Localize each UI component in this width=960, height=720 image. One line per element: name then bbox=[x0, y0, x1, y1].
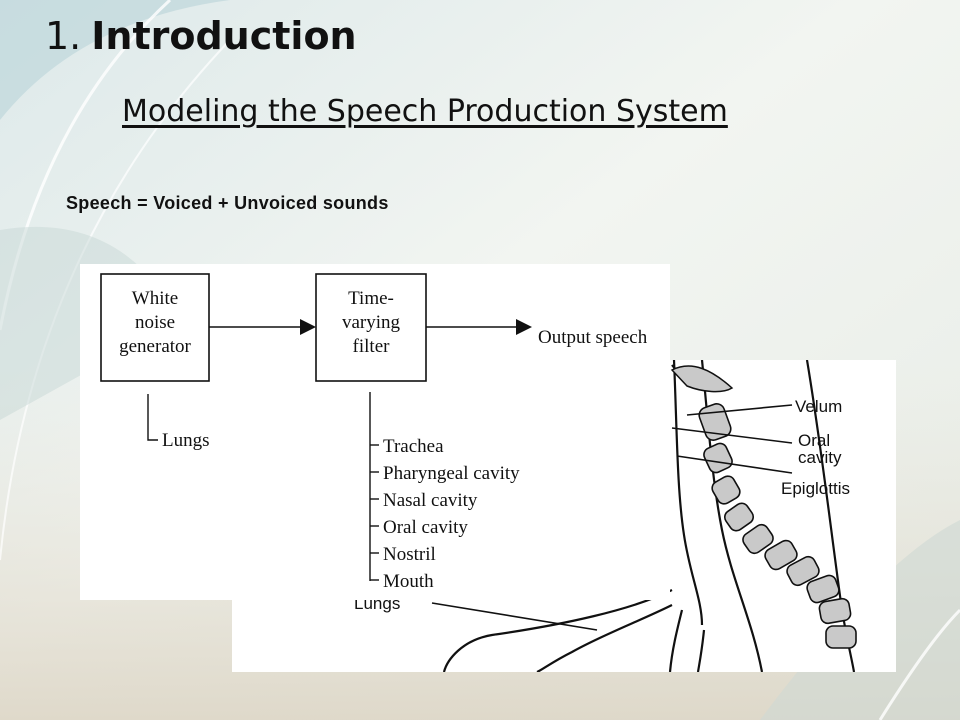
output-speech-label: Output speech bbox=[538, 327, 648, 348]
slide-subtitle: Modeling the Speech Production System bbox=[122, 94, 728, 129]
lungs-source-label: Lungs bbox=[162, 430, 210, 451]
speech-equation: Speech = Voiced + Unvoiced sounds bbox=[66, 193, 389, 213]
box2-line3: filter bbox=[353, 336, 391, 357]
source-trachea: Trachea bbox=[383, 436, 444, 457]
source-oral-cavity: Oral cavity bbox=[383, 517, 468, 538]
time-varying-filter-box bbox=[315, 273, 427, 382]
source-nostril: Nostril bbox=[383, 544, 436, 565]
arrow-head-1 bbox=[300, 319, 316, 335]
box1-line3: generator bbox=[119, 336, 191, 357]
source-nasal-cavity: Nasal cavity bbox=[383, 490, 478, 511]
label-velum: Velum bbox=[795, 397, 842, 416]
white-noise-generator-box bbox=[100, 273, 210, 382]
label-oral-cavity: cavity bbox=[798, 448, 842, 467]
source-pharyngeal-cavity: Pharyngeal cavity bbox=[383, 463, 520, 484]
velum-shape bbox=[670, 365, 734, 393]
arrow-head-2 bbox=[516, 319, 532, 335]
source-mouth: Mouth bbox=[383, 571, 434, 592]
label-oral: Oral bbox=[798, 431, 830, 450]
title-text: Introduction bbox=[91, 14, 357, 58]
box2-line1: Time- bbox=[348, 288, 394, 309]
slide-title: 1.Introduction bbox=[45, 14, 357, 58]
box2-line2: varying bbox=[342, 312, 401, 333]
label-epiglottis: Epiglottis bbox=[781, 479, 850, 498]
box1-line2: noise bbox=[135, 312, 175, 333]
speech-model-block-diagram: White noise generator Time- varying filt… bbox=[100, 273, 648, 592]
vocal-tract-anatomy-illustration: Velum Oral cavity Epiglottis Lungs bbox=[354, 360, 857, 672]
box1-line1: White bbox=[132, 288, 178, 309]
title-number: 1. bbox=[45, 14, 82, 58]
